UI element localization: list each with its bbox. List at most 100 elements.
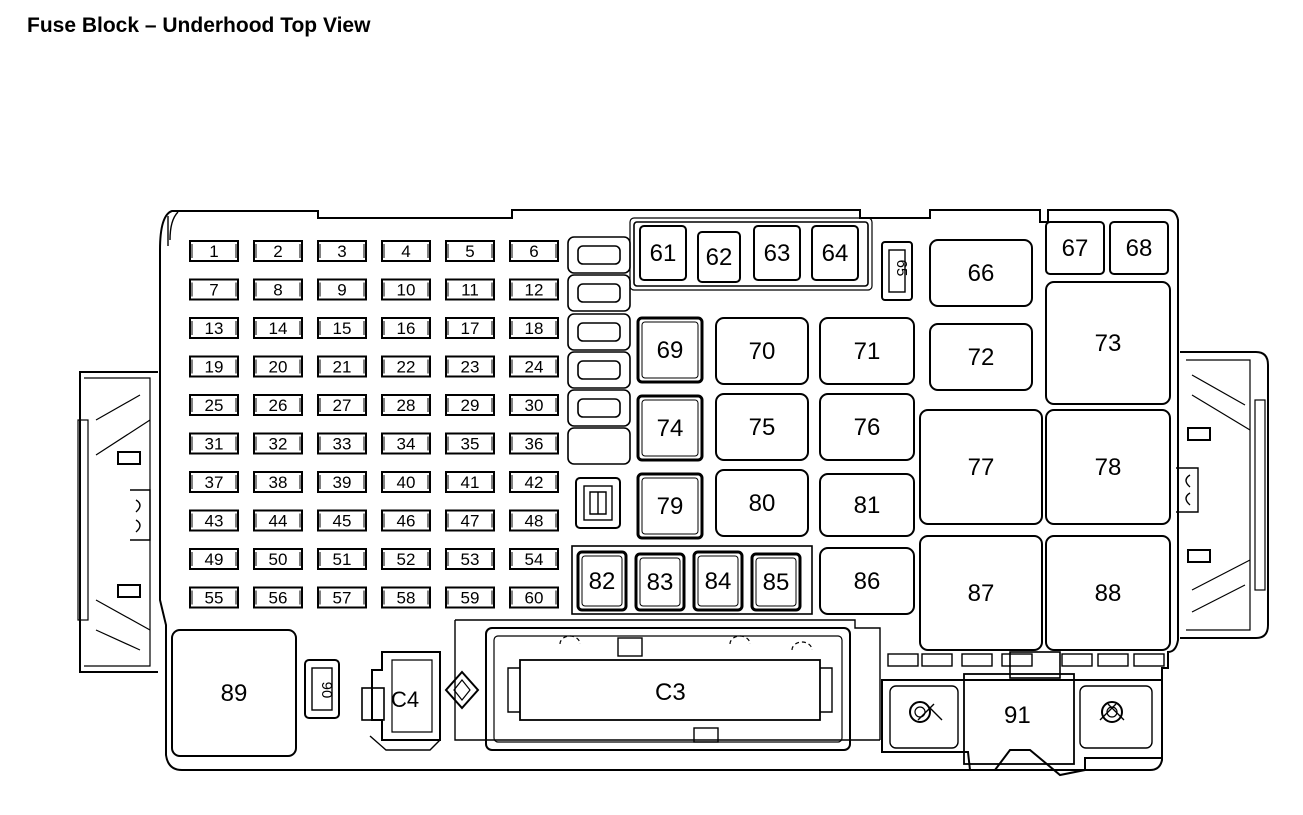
relay-81: 81: [819, 473, 915, 537]
fuse-85-label: 85: [763, 569, 790, 596]
mini-fuse-15: 15: [317, 317, 367, 339]
mini-fuse-60: 60: [509, 586, 559, 609]
mini-fuse-label: 36: [525, 435, 544, 454]
mini-fuse-32: 32: [253, 432, 303, 455]
mini-fuse-42: 42: [509, 471, 559, 493]
mini-fuse-label: 56: [269, 589, 288, 608]
mini-fuse-label: 12: [525, 281, 544, 300]
mini-fuse-label: 41: [461, 473, 480, 492]
fuse-68-label: 68: [1126, 235, 1153, 262]
mini-fuse-17: 17: [445, 317, 495, 339]
mini-fuse-label: 37: [205, 473, 224, 492]
fuse-67-label: 67: [1062, 235, 1089, 262]
mini-fuse-label: 59: [461, 589, 480, 608]
mini-fuse-14: 14: [253, 317, 303, 339]
mini-fuse-label: 20: [269, 358, 288, 377]
mini-fuse-22: 22: [381, 355, 431, 378]
fuse-82: 82: [576, 550, 628, 612]
mini-fuse-5: 5: [445, 240, 495, 262]
mini-fuse-40: 40: [381, 471, 431, 493]
mini-fuse-label: 6: [529, 242, 538, 261]
mini-fuse-label: 49: [205, 550, 224, 569]
relay-89: 89: [171, 629, 297, 757]
mini-fuse-53: 53: [445, 548, 495, 570]
relay-66-label: 66: [968, 260, 995, 287]
spare-fuse-slot: [567, 313, 631, 351]
mini-fuse-label: 47: [461, 512, 480, 531]
relay-87: 87: [919, 535, 1043, 651]
fuse-63: 63: [753, 225, 801, 281]
mini-fuse-4: 4: [381, 240, 431, 262]
fuse-61-label: 61: [650, 240, 677, 267]
mini-fuse-52: 52: [381, 548, 431, 570]
relay-76-label: 76: [854, 414, 881, 441]
page-title: Fuse Block – Underhood Top View: [27, 14, 371, 37]
mini-fuse-44: 44: [253, 509, 303, 532]
mini-fuse-label: 60: [525, 589, 544, 608]
relay-72-label: 72: [968, 344, 995, 371]
relay-74-label: 74: [657, 415, 684, 442]
fuse-84: 84: [692, 550, 744, 612]
mini-fuse-7: 7: [189, 278, 239, 301]
mini-fuse-30: 30: [509, 394, 559, 416]
mini-fuse-9: 9: [317, 278, 367, 301]
relay-86: 86: [819, 547, 915, 615]
mini-fuse-label: 44: [269, 512, 288, 531]
relay-87-label: 87: [968, 580, 995, 607]
mini-fuse-21: 21: [317, 355, 367, 378]
mini-fuse-label: 31: [205, 435, 224, 454]
mini-fuse-37: 37: [189, 471, 239, 493]
mini-fuse-54: 54: [509, 548, 559, 570]
mini-fuse-label: 4: [401, 242, 410, 261]
mini-fuse-label: 29: [461, 396, 480, 415]
strip-cell: [1133, 653, 1165, 667]
mini-fuse-41: 41: [445, 471, 495, 493]
strip-cell: [887, 653, 919, 667]
mini-fuse-label: 11: [461, 281, 479, 300]
relay-80-label: 80: [749, 490, 776, 517]
mini-fuse-35: 35: [445, 432, 495, 455]
mini-fuse-label: 52: [397, 550, 416, 569]
mini-fuse-58: 58: [381, 586, 431, 609]
mini-fuse-1: 1: [189, 240, 239, 262]
mini-fuse-8: 8: [253, 278, 303, 301]
left-latch: [79, 371, 158, 673]
mini-fuse-2: 2: [253, 240, 303, 262]
strip-cell: [961, 653, 993, 667]
mini-fuse-label: 43: [205, 512, 224, 531]
connector-c4-label: C4: [391, 687, 419, 712]
mini-fuse-20: 20: [253, 355, 303, 378]
mini-fuse-label: 9: [337, 281, 346, 300]
relay-79: 79: [636, 472, 704, 540]
mini-fuse-label: 22: [397, 358, 416, 377]
housing-outline: [159, 209, 1179, 771]
mini-fuse-label: 3: [337, 242, 346, 261]
strip-cell: [1097, 653, 1129, 667]
mini-fuse-38: 38: [253, 471, 303, 493]
relay-77-label: 77: [968, 454, 995, 481]
relay-69-label: 69: [657, 337, 684, 364]
mini-fuse-label: 39: [333, 473, 352, 492]
relay-71: 71: [819, 317, 915, 385]
fuse-64-label: 64: [822, 240, 849, 267]
mini-fuse-28: 28: [381, 394, 431, 416]
mini-fuse-label: 58: [397, 589, 416, 608]
fuse-90-label: 90: [318, 682, 335, 699]
mini-fuse-25: 25: [189, 394, 239, 416]
mini-fuse-label: 32: [269, 435, 288, 454]
mini-fuse-label: 55: [205, 589, 224, 608]
mini-fuse-label: 53: [461, 550, 480, 569]
mini-fuse-label: 50: [269, 550, 288, 569]
fuse-62-label: 62: [706, 244, 733, 271]
mini-fuse-label: 28: [397, 396, 416, 415]
relay-89-label: 89: [221, 680, 248, 707]
fuse-82-label: 82: [589, 568, 616, 595]
mini-fuse-46: 46: [381, 509, 431, 532]
mini-fuse-34: 34: [381, 432, 431, 455]
mini-fuse-label: 26: [269, 396, 288, 415]
mini-fuse-36: 36: [509, 432, 559, 455]
mini-fuse-47: 47: [445, 509, 495, 532]
fuse-83: 83: [634, 552, 686, 612]
